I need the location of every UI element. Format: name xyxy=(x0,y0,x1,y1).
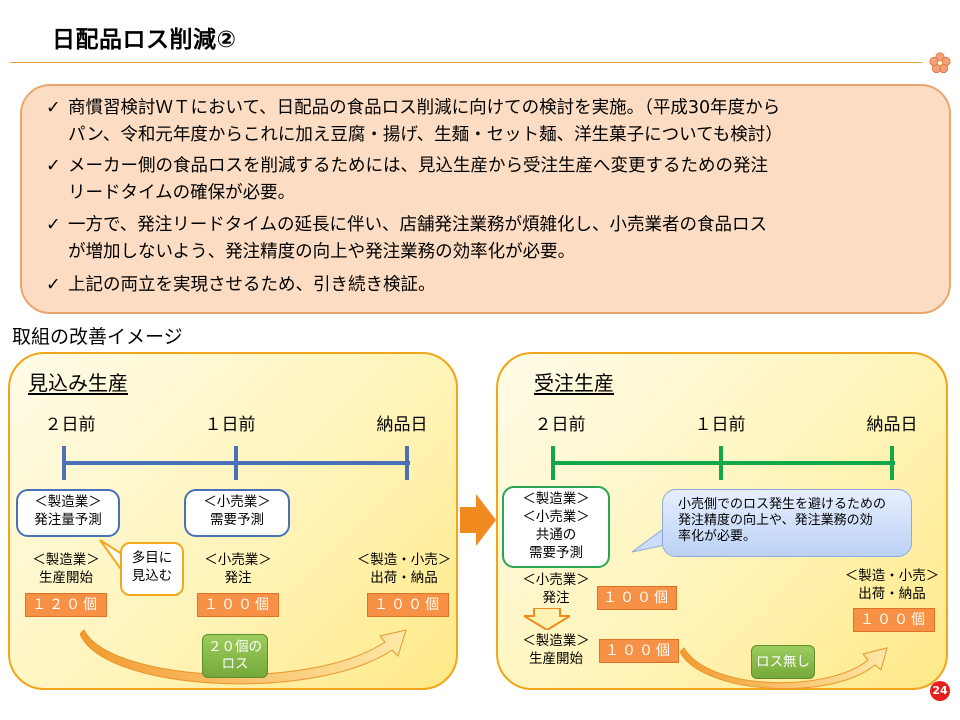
delivery-label: ＜製造・小売＞ 出荷・納品 xyxy=(356,551,452,587)
curved-arrow-icon xyxy=(680,647,888,690)
box-line: ＜製造業＞ xyxy=(34,494,102,510)
quantity-box: １００個 xyxy=(853,608,935,632)
box-line: 発注量予測 xyxy=(34,512,102,528)
note-line: 多目に xyxy=(131,550,173,566)
maker-start-label: ＜製造業＞ 生産開始 xyxy=(508,632,604,668)
curved-arrow-icon xyxy=(80,629,407,685)
summary-bullet-3: ✓ 一方で、発注リードタイムの延長に伴い、店舗発注業務が煩雑化し、小売業者の食品ロ… xyxy=(46,212,767,266)
label-line: 発注 xyxy=(224,570,252,586)
tag-line: ２０個の xyxy=(208,639,262,655)
flower-logo-icon xyxy=(929,52,951,74)
label-line: 出荷・納品 xyxy=(858,586,926,602)
common-forecast-box: ＜製造業＞ ＜小売業＞ 共通の 需要予測 xyxy=(502,486,610,568)
callout-line: 発注精度の向上や、発注業務の効 xyxy=(678,513,873,528)
quantity-box: １２０個 xyxy=(25,593,107,617)
timeline-tick xyxy=(234,446,238,480)
label-line: ＜製造・小売＞ xyxy=(844,568,940,584)
improvement-callout: 小売側でのロス発生を避けるための 発注精度の向上や、発注業務の効 率化が必要。 xyxy=(662,489,912,557)
bullet-text: 上記の両立を実現させるため、引き続き検証。 xyxy=(68,275,436,295)
delivery-label: ＜製造・小売＞ 出荷・納品 xyxy=(842,567,942,603)
check-icon: ✓ xyxy=(46,215,61,235)
day-label: １日前 xyxy=(204,415,256,435)
tag-line: ロス xyxy=(221,656,249,672)
label-line: ＜製造・小売＞ xyxy=(356,552,452,568)
section-heading: 取組の改善イメージ xyxy=(12,326,183,348)
summary-bullet-1: ✓ 商慣習検討ＷＴにおいて、日配品の食品ロス削減に向けての検討を実施。（平成30年… xyxy=(46,95,783,149)
day-label: ２日前 xyxy=(44,415,96,435)
quantity-box: １００個 xyxy=(197,593,279,617)
quantity-box: １００個 xyxy=(367,593,449,617)
overestimate-note: 多目に 見込む xyxy=(120,542,184,596)
summary-bullet-2: ✓ メーカー側の食品ロスを削減するためには、見込生産から受注生産へ変更するための発… xyxy=(46,153,768,207)
timeline-tick xyxy=(719,446,723,480)
bullet-text-cont: パン、令和元年度からこれに加え豆腐・揚げ、生麺・セット麺、洋生菓子についても検討… xyxy=(68,125,783,145)
day-label: １日前 xyxy=(694,415,746,435)
day-label: 納品日 xyxy=(376,415,428,435)
day-label: 納品日 xyxy=(866,415,918,435)
summary-bullet-4: ✓ 上記の両立を実現させるため、引き続き検証。 xyxy=(46,272,436,299)
timeline-tick xyxy=(890,446,894,480)
label-line: 出荷・納品 xyxy=(370,570,438,586)
summary-box xyxy=(20,84,951,314)
check-icon: ✓ xyxy=(46,156,61,176)
callout-line: 小売側でのロス発生を避けるための xyxy=(678,497,887,512)
retail-order-label: ＜小売業＞ 発注 xyxy=(508,571,604,607)
box-line: 需要予測 xyxy=(529,545,583,561)
quantity-box: １００個 xyxy=(597,586,677,610)
note-line: 見込む xyxy=(131,568,173,584)
timeline-tick xyxy=(405,446,409,480)
day-label: ２日前 xyxy=(534,415,586,435)
label-line: ＜製造業＞ xyxy=(32,552,100,568)
bullet-text: 一方で、発注リードタイムの延長に伴い、店舗発注業務が煩雑化し、小売業者の食品ロス xyxy=(68,215,767,235)
box-line: 需要予測 xyxy=(210,512,264,528)
box-line: ＜小売業＞ xyxy=(203,494,271,510)
loss-tag: ２０個の ロス xyxy=(202,634,268,678)
label-line: ＜製造業＞ xyxy=(522,633,590,649)
label-line: ＜小売業＞ xyxy=(522,572,590,588)
down-arrow-icon xyxy=(524,608,570,630)
timeline-tick xyxy=(62,446,66,480)
bullet-text: 商慣習検討ＷＴにおいて、日配品の食品ロス削減に向けての検討を実施。（平成30年度… xyxy=(68,98,781,118)
quantity-box: １００個 xyxy=(599,639,679,663)
no-loss-tag: ロス無し xyxy=(751,645,815,679)
panel-title-right: 受注生産 xyxy=(534,371,614,395)
maker-start-label: ＜製造業＞ 生産開始 xyxy=(18,551,114,587)
right-arrow-icon xyxy=(460,494,496,546)
retail-order-label: ＜小売業＞ 発注 xyxy=(190,551,286,587)
label-line: 生産開始 xyxy=(529,651,583,667)
callout-line: 率化が必要。 xyxy=(678,529,757,544)
page-title: 日配品ロス削減② xyxy=(52,27,237,53)
label-line: 発注 xyxy=(542,590,570,606)
box-line: ＜小売業＞ xyxy=(522,509,590,525)
bullet-text: メーカー側の食品ロスを削減するためには、見込生産から受注生産へ変更するための発注 xyxy=(68,156,768,176)
timeline-bar xyxy=(553,461,895,465)
box-line: ＜製造業＞ xyxy=(522,491,590,507)
panel-title-left: 見込み生産 xyxy=(28,371,128,395)
bullet-text-cont: が増加しないよう、発注精度の向上や発注業務の効率化が必要。 xyxy=(68,242,576,262)
retail-forecast-box: ＜小売業＞ 需要予測 xyxy=(184,489,290,537)
check-icon: ✓ xyxy=(46,98,61,118)
timeline-tick xyxy=(551,446,555,480)
maker-forecast-box: ＜製造業＞ 発注量予測 xyxy=(16,489,120,537)
bullet-text-cont: リードタイムの確保が必要。 xyxy=(68,183,296,203)
label-line: ＜小売業＞ xyxy=(204,552,272,568)
box-line: 共通の xyxy=(535,527,577,543)
check-icon: ✓ xyxy=(46,275,61,295)
label-line: 生産開始 xyxy=(39,570,93,586)
title-divider xyxy=(10,62,922,63)
page-number-badge: 24 xyxy=(930,681,950,701)
